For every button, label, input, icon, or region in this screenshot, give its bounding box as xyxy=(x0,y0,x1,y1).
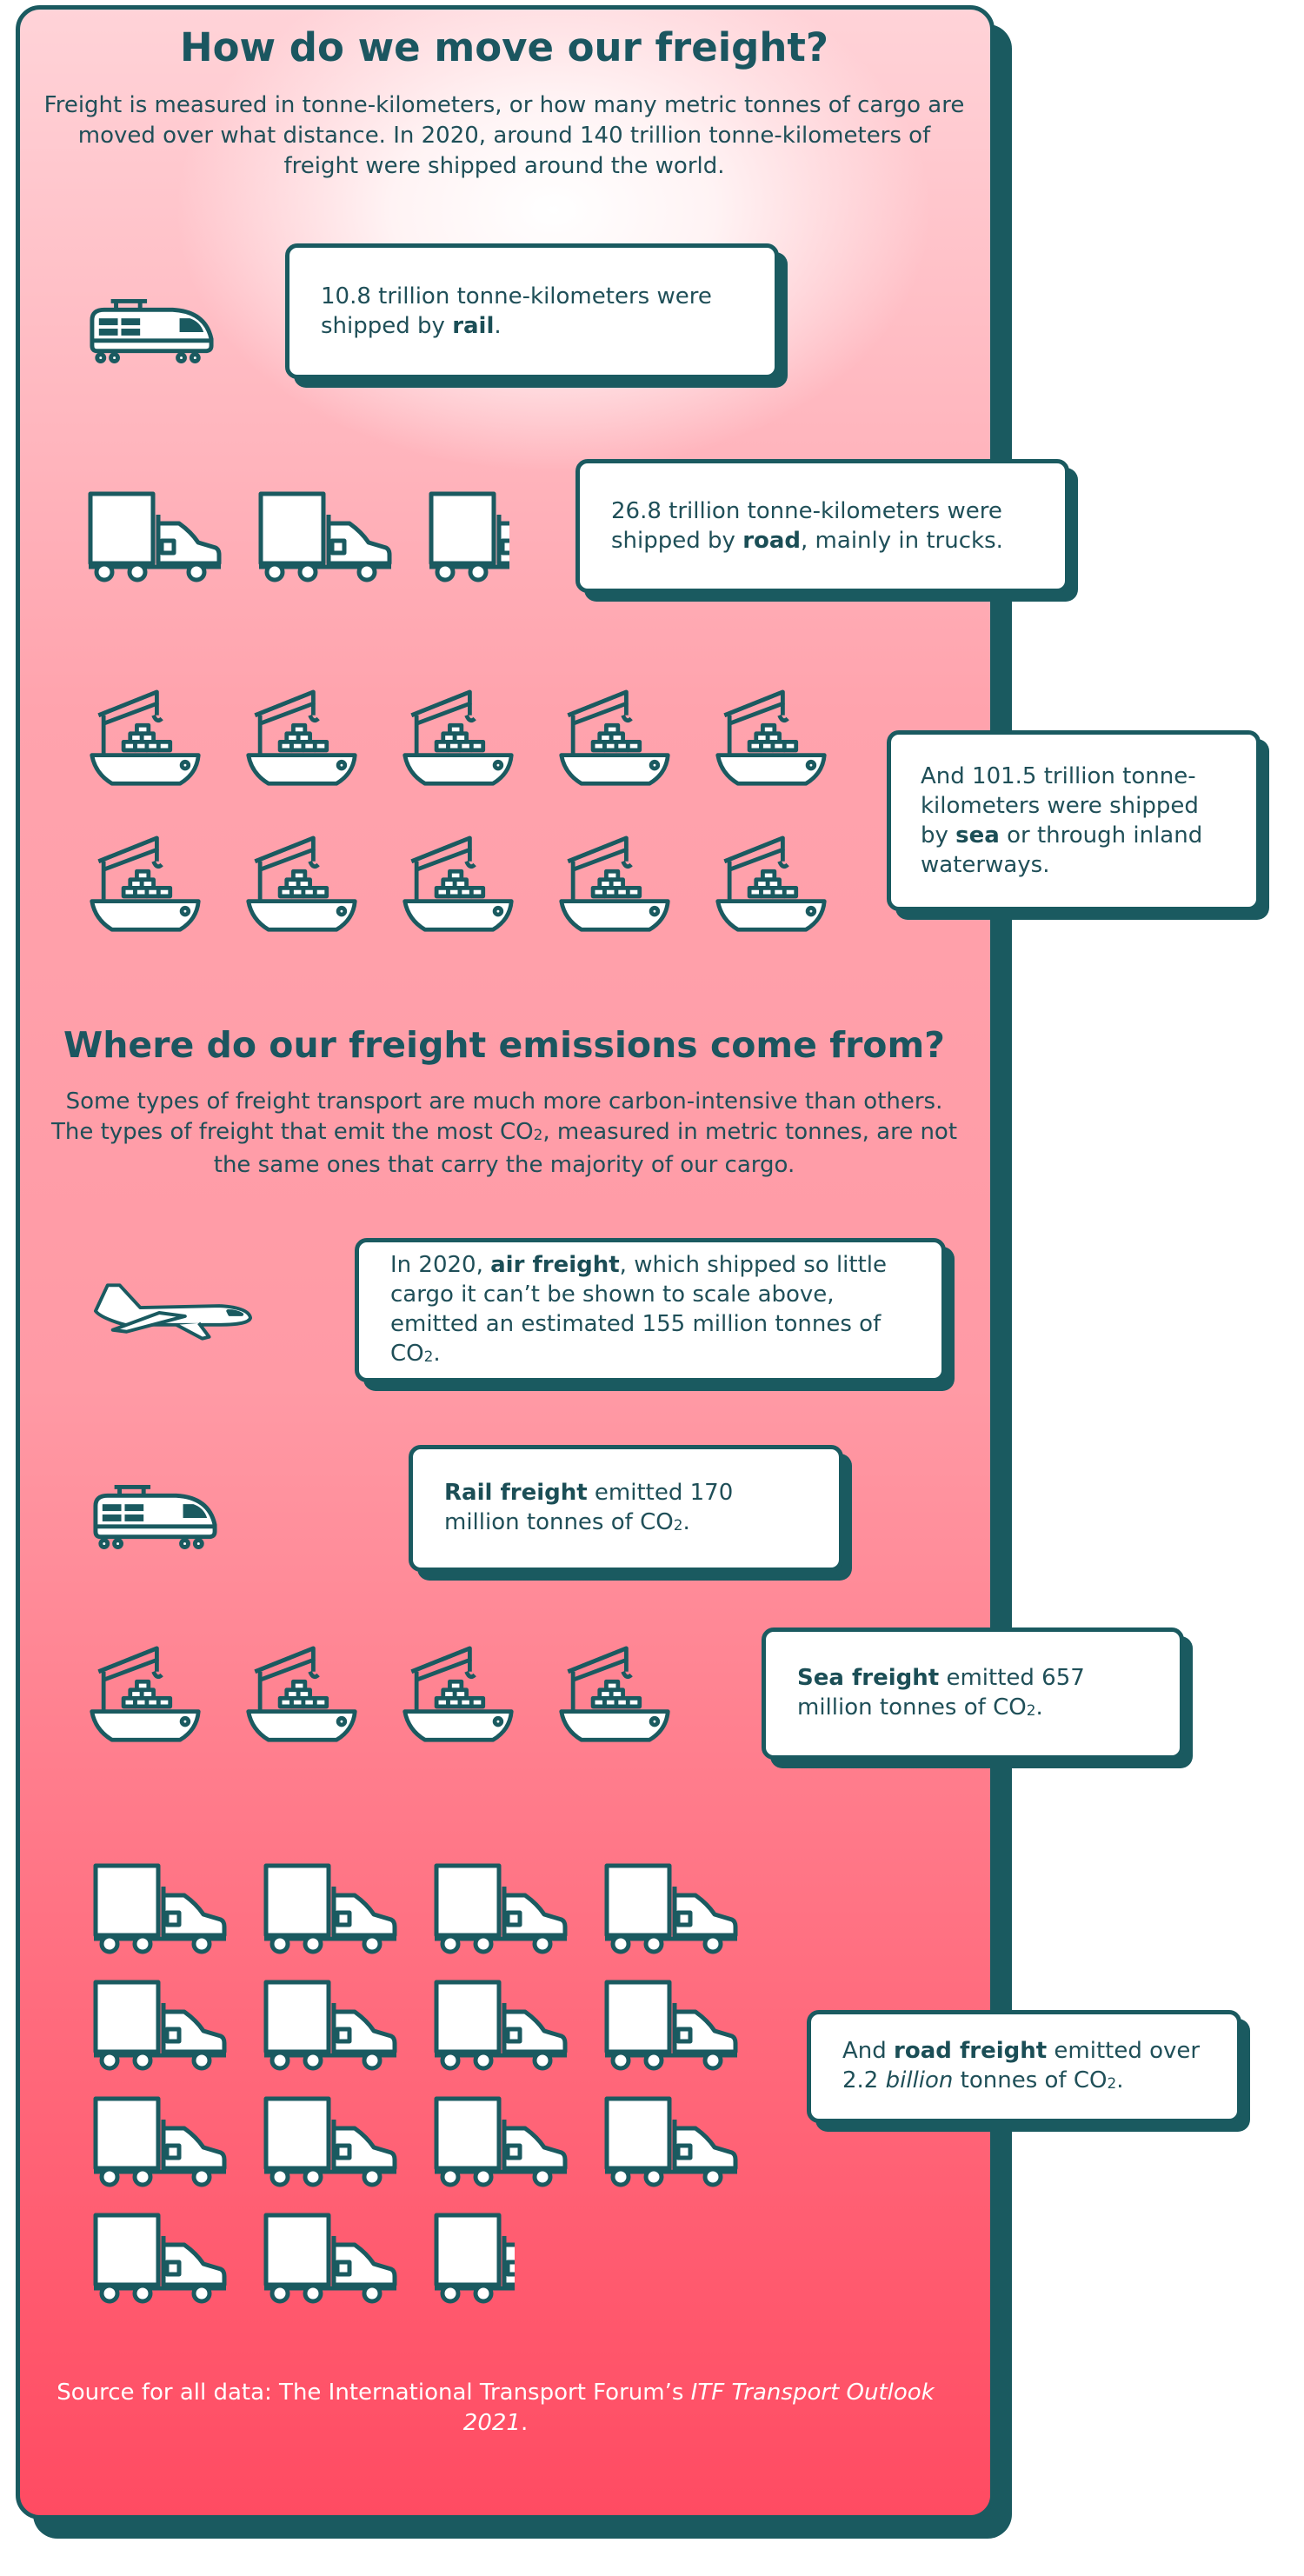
truck-icon xyxy=(90,1860,230,1956)
cargo-ship-icon xyxy=(87,1643,203,1747)
cargo-ship-icon xyxy=(400,833,516,937)
road-tkm-card: 26.8 trillion tonne-kilometers were ship… xyxy=(575,459,1069,593)
truck-icon xyxy=(602,1860,741,1956)
rail-tkm-card: 10.8 trillion tonne-kilometers were ship… xyxy=(285,243,779,379)
section2-title: Where do our freight emissions come from… xyxy=(63,1024,945,1066)
cargo-ship-icon xyxy=(556,687,673,791)
cargo-ship-icon xyxy=(243,687,360,791)
cargo-ship-icon xyxy=(243,1643,360,1747)
truck-icon xyxy=(90,2093,230,2189)
truck-icon xyxy=(261,1977,400,2073)
section2-intro: Some types of freight transport are much… xyxy=(50,1088,958,1178)
truck-icon-partial xyxy=(431,2210,515,2306)
air-emissions-card: In 2020, air freight, which shipped so l… xyxy=(355,1238,946,1382)
truck-icon xyxy=(261,2093,400,2189)
cargo-ship-icon xyxy=(556,1643,673,1747)
cargo-ship-icon xyxy=(713,833,829,937)
airplane-icon xyxy=(90,1276,254,1346)
cargo-ship-icon xyxy=(87,687,203,791)
cargo-ship-icon xyxy=(400,1643,516,1747)
cargo-ship-icon xyxy=(400,687,516,791)
source-note: Source for all data: The International T… xyxy=(57,2380,935,2436)
truck-icon xyxy=(85,489,224,584)
road-emissions-card: And road freight emitted over 2.2 billio… xyxy=(807,2010,1241,2123)
truck-icon xyxy=(431,1977,570,2073)
section1-title: How do we move our freight? xyxy=(179,24,829,70)
truck-icon-partial xyxy=(426,489,509,584)
sea-tkm-card: And 101.5 trillion tonne-kilometers were… xyxy=(887,730,1261,911)
truck-icon xyxy=(431,2093,570,2189)
truck-icon xyxy=(90,2210,230,2306)
truck-icon xyxy=(431,1860,570,1956)
sea-emissions-card: Sea freight emitted 657 million tonnes o… xyxy=(762,1627,1184,1760)
section1-intro: Freight is measured in tonne-kilometers,… xyxy=(43,92,965,179)
cargo-ship-icon xyxy=(87,833,203,937)
truck-icon xyxy=(256,489,395,584)
cargo-ship-icon xyxy=(243,833,360,937)
cargo-ship-icon xyxy=(713,687,829,791)
truck-icon xyxy=(261,2210,400,2306)
truck-icon xyxy=(602,2093,741,2189)
train-icon xyxy=(90,1481,219,1551)
truck-icon xyxy=(90,1977,230,2073)
truck-icon xyxy=(261,1860,400,1956)
truck-icon xyxy=(602,1977,741,2073)
train-icon xyxy=(87,296,216,365)
rail-emissions-card: Rail freight emitted 170 million tonnes … xyxy=(409,1445,843,1572)
cargo-ship-icon xyxy=(556,833,673,937)
